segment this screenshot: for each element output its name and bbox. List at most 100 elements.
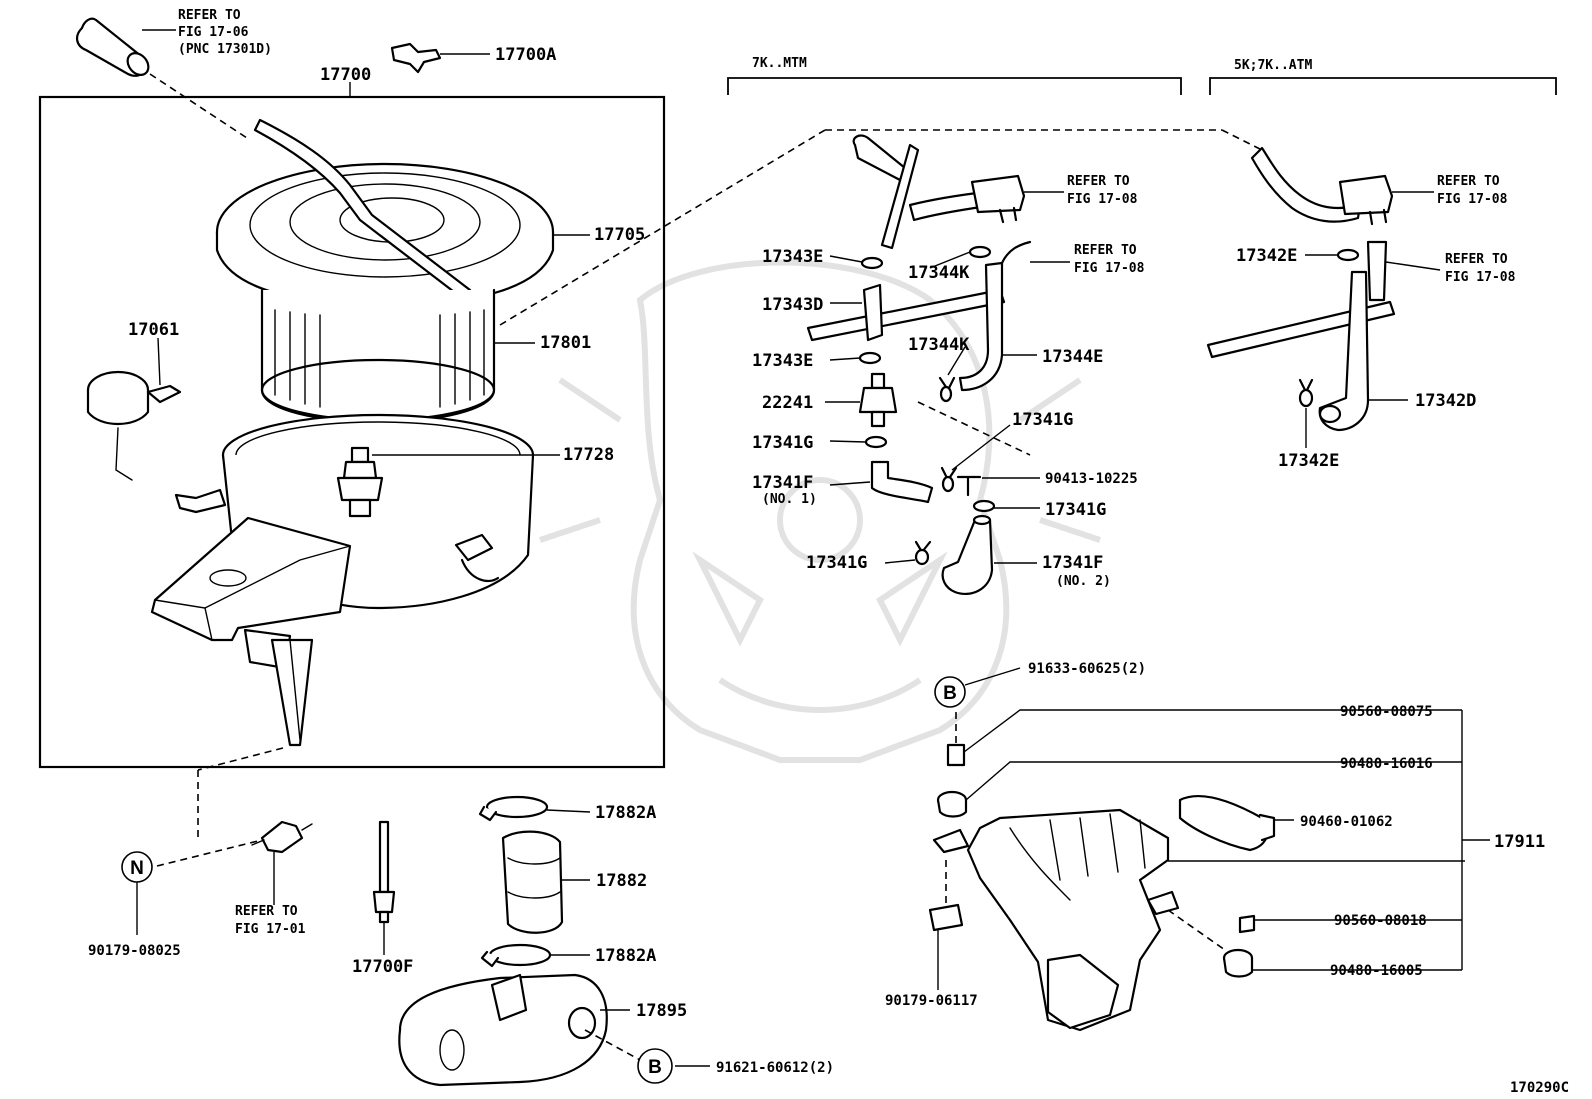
hose-17341f-no2[interactable]	[941, 514, 994, 596]
vacuum-connector-refer-17-01[interactable]	[251, 820, 313, 854]
dash-duct-grommet	[1167, 909, 1226, 951]
leader-91633	[964, 667, 1021, 686]
label-90480-16016[interactable]: 90480-16016	[1340, 756, 1433, 772]
intake-duct-17911[interactable]	[932, 808, 1180, 1032]
label-17700a[interactable]: 17700A	[495, 45, 556, 65]
label-17341g-a[interactable]: 17341G	[752, 433, 813, 453]
valve-22241[interactable]	[858, 372, 898, 428]
label-90460-01062[interactable]: 90460-01062	[1300, 814, 1393, 830]
label-91633-60625[interactable]: 91633-60625(2)	[1028, 661, 1146, 677]
label-17700[interactable]: 17700	[320, 65, 371, 85]
clip-17341g-middle[interactable]	[940, 466, 958, 493]
grommet-90480-16005[interactable]	[1222, 948, 1254, 978]
ref-17-06-line3: (PNC 17301D)	[178, 42, 272, 57]
label-17343e-b[interactable]: 17343E	[752, 351, 813, 371]
hose-17343d[interactable]	[862, 283, 884, 342]
label-91621-60612[interactable]: 91621-60612(2)	[716, 1060, 834, 1076]
ref-17-01-line1: REFER TO	[235, 904, 298, 919]
pipe-90413-10225[interactable]	[956, 475, 982, 497]
label-17728[interactable]: 17728	[563, 445, 614, 465]
label-17341g-d[interactable]: 17341G	[806, 553, 867, 573]
label-17061[interactable]: 17061	[128, 320, 179, 340]
mtm-hose-assembly[interactable]	[806, 134, 1026, 342]
clip-17344k-lower[interactable]	[938, 376, 956, 403]
label-90560-08018[interactable]: 90560-08018	[1334, 913, 1427, 929]
ref-17-06-line2: FIG 17-06	[178, 25, 249, 40]
atm-hose-assembly[interactable]	[1206, 146, 1396, 359]
bracket-mtm	[727, 77, 1182, 95]
watermark-emblem-icon	[539, 259, 1101, 763]
label-17700f[interactable]: 17700F	[352, 957, 413, 977]
clip-17343e-upper[interactable]	[860, 256, 884, 270]
label-17801[interactable]: 17801	[540, 333, 591, 353]
clip-17342e-upper[interactable]	[1336, 248, 1360, 262]
leader-17343e-a	[829, 255, 863, 263]
label-17344k-b[interactable]: 17344K	[908, 335, 970, 355]
collar-90560-08075[interactable]	[946, 743, 966, 767]
hose-17342d[interactable]	[1318, 270, 1370, 432]
grommet-90480-16016[interactable]	[936, 790, 968, 818]
label-90560-08075[interactable]: 90560-08075	[1340, 704, 1433, 720]
label-17342e-b[interactable]: 17342E	[1278, 451, 1339, 471]
label-90480-16005[interactable]: 90480-16005	[1330, 963, 1423, 979]
leader-17882a-a	[546, 809, 591, 813]
ref-17-08-c-line2: FIG 17-08	[1437, 192, 1508, 207]
label-17911[interactable]: 17911	[1494, 832, 1545, 852]
clamp-17882a-lower[interactable]	[480, 943, 552, 968]
clip-17341g-upper[interactable]	[864, 435, 888, 449]
air-cleaner-cover-17705[interactable]	[215, 118, 555, 307]
dash-hose-to-cover	[149, 73, 251, 141]
bracket-90179-06117[interactable]	[928, 903, 964, 932]
label-17882a-a[interactable]: 17882A	[595, 803, 656, 823]
label-17882[interactable]: 17882	[596, 871, 647, 891]
leader-17343e-b	[829, 357, 861, 361]
label-22241[interactable]: 22241	[762, 393, 813, 413]
label-17882a-b[interactable]: 17882A	[595, 946, 656, 966]
hose-17344e[interactable]	[958, 240, 1032, 392]
label-17344k-a[interactable]: 17344K	[908, 263, 970, 283]
hose-17882[interactable]	[501, 830, 564, 934]
label-17343d[interactable]: 17343D	[762, 295, 823, 315]
marker-n-text: N	[130, 858, 144, 879]
label-17342d[interactable]: 17342D	[1415, 391, 1476, 411]
ref-17-08-b-line1: REFER TO	[1074, 243, 1137, 258]
ref-17-08-a-line1: REFER TO	[1067, 174, 1130, 189]
label-17341f-no2-note: (NO. 2)	[1056, 574, 1111, 589]
clip-17341g-right[interactable]	[972, 499, 996, 513]
seal-90460-01062[interactable]	[1178, 794, 1276, 852]
label-90413-10225[interactable]: 90413-10225	[1045, 471, 1138, 487]
label-17344e[interactable]: 17344E	[1042, 347, 1103, 367]
label-17341g-b[interactable]: 17341G	[1012, 410, 1073, 430]
wing-nut-17700a[interactable]	[390, 42, 442, 74]
label-17341f-no2[interactable]: 17341F	[1042, 553, 1103, 573]
label-17343e-a[interactable]: 17343E	[762, 247, 823, 267]
label-90179-06117[interactable]: 90179-06117	[885, 993, 978, 1009]
hose-17341f-no1[interactable]	[870, 460, 934, 504]
marker-b-lower-text: B	[648, 1057, 662, 1078]
sensor-17700f[interactable]	[372, 820, 396, 924]
hose-refer-17-06[interactable]	[76, 17, 153, 79]
vacuum-motor-17061[interactable]	[86, 370, 182, 481]
clip-17343e-lower[interactable]	[858, 351, 882, 365]
collar-90560-08018[interactable]	[1238, 914, 1256, 934]
label-17705[interactable]: 17705	[594, 225, 645, 245]
ref-17-08-c-line1: REFER TO	[1437, 174, 1500, 189]
label-17895[interactable]: 17895	[636, 1001, 687, 1021]
figure-id: 170290C	[1510, 1080, 1569, 1096]
label-90179-08025[interactable]: 90179-08025	[88, 943, 181, 959]
valve-17728[interactable]	[336, 446, 384, 518]
clip-17342e-lower[interactable]	[1298, 378, 1314, 408]
dash-resonator-to-b	[584, 1029, 641, 1061]
label-17342e-a[interactable]: 17342E	[1236, 246, 1297, 266]
air-cleaner-housing-body[interactable]	[150, 413, 535, 747]
clip-17344k-upper[interactable]	[968, 245, 992, 259]
ref-17-08-a-line2: FIG 17-08	[1067, 192, 1138, 207]
resonator-17895[interactable]	[398, 973, 608, 1087]
leader-90480-16016	[965, 761, 1462, 801]
clamp-17882a-upper[interactable]	[478, 795, 549, 822]
clip-17341g-lower[interactable]	[914, 540, 932, 566]
filter-element-17801[interactable]	[260, 288, 496, 424]
label-17341g-c[interactable]: 17341G	[1045, 500, 1106, 520]
label-17341f-no1[interactable]: 17341F	[752, 473, 813, 493]
